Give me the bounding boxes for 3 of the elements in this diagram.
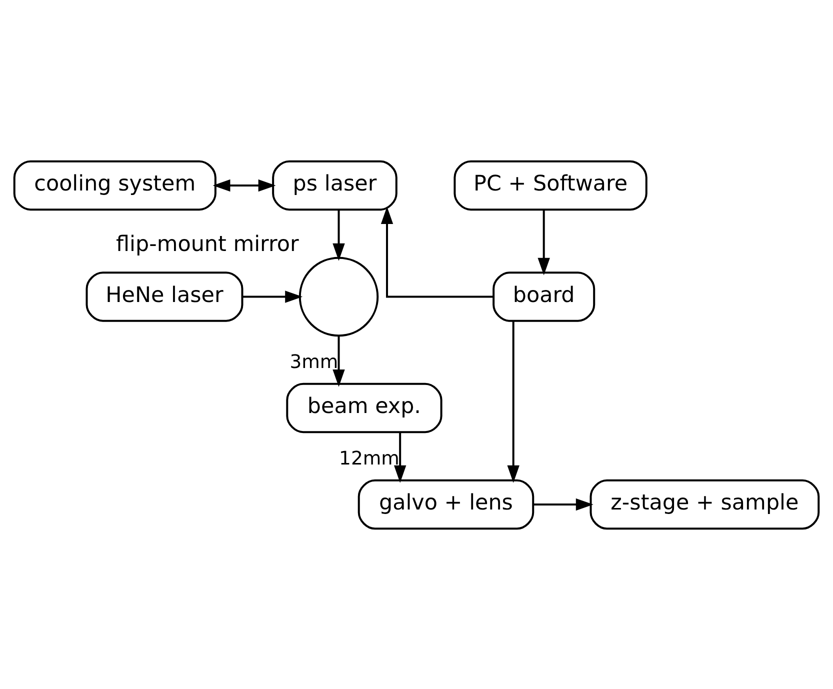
node-label: flip-mount mirror [116,231,299,256]
edge-label: 3mm [290,352,338,373]
edge-label: 12mm [339,448,400,469]
